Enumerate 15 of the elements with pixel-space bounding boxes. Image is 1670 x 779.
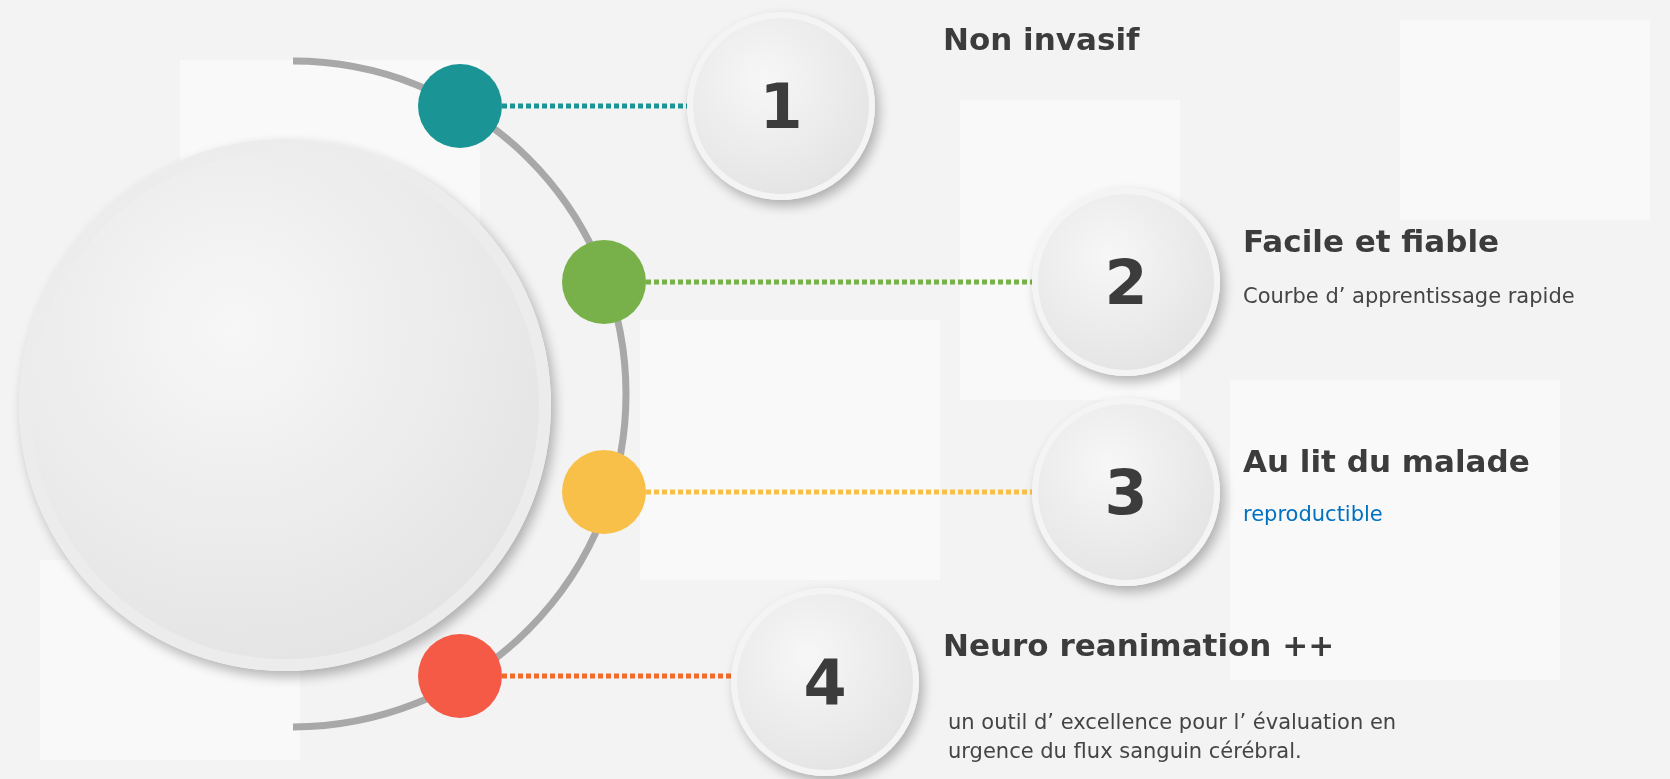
heading: Neuro reanimation ++ xyxy=(943,626,1335,665)
step-number: 2 xyxy=(1104,245,1148,319)
description: Courbe d’ apprentissage rapide xyxy=(1243,283,1575,310)
heading: Au lit du malade xyxy=(1243,442,1530,481)
dot-marker xyxy=(418,634,502,718)
description: reproductible xyxy=(1243,501,1383,528)
step-number: 4 xyxy=(803,645,847,719)
step-number: 1 xyxy=(759,69,803,143)
step-number: 3 xyxy=(1104,455,1148,529)
dotted-connector xyxy=(646,279,1032,285)
heading: Facile et fiable xyxy=(1243,222,1500,261)
dotted-connector xyxy=(502,673,732,679)
dotted-connector xyxy=(646,489,1032,495)
heading: Non invasif xyxy=(943,20,1140,59)
description: un outil d’ excellence pour l’ évaluation en urgence du flux sanguin cérébral. xyxy=(948,709,1398,766)
